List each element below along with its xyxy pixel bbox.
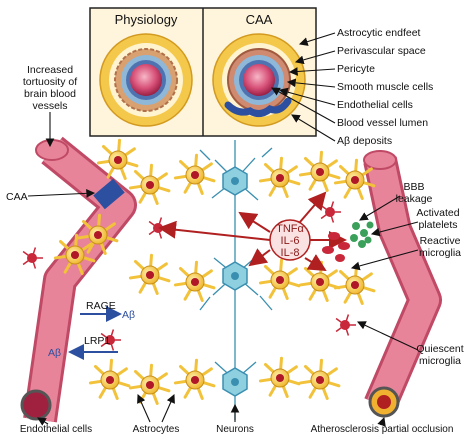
label-smooth-muscle: Smooth muscle cells bbox=[337, 81, 433, 93]
label-neurons: Neurons bbox=[216, 424, 254, 435]
label-perivascular-space: Perivascular space bbox=[337, 45, 426, 57]
label-abeta-deposits: Aβ deposits bbox=[337, 135, 392, 147]
label-activated-platelets: Activated platelets bbox=[416, 207, 459, 231]
astrocyte-cell bbox=[173, 153, 216, 195]
astrocyte-cell bbox=[298, 260, 341, 302]
microglia-cell bbox=[22, 247, 43, 269]
label-bbb-leakage: BBB leakage bbox=[396, 181, 433, 205]
svg-text:Increased: Increased bbox=[27, 64, 73, 76]
label-abeta-in: Aβ bbox=[48, 347, 61, 359]
astrocyte-cell bbox=[76, 213, 119, 255]
label-astrocytes: Astrocytes bbox=[133, 424, 180, 435]
cytokine-hub: TNFα IL-6 IL-8 bbox=[158, 191, 347, 272]
label-vessel-lumen: Blood vessel lumen bbox=[337, 117, 428, 129]
caa-vessel-cross-section bbox=[212, 33, 306, 127]
inset-panel: Physiology CAA bbox=[89, 7, 317, 137]
label-tortuosity: Increased tortuosity of brain blood vess… bbox=[23, 64, 77, 112]
svg-text:platelets: platelets bbox=[418, 219, 457, 231]
svg-text:brain blood: brain blood bbox=[24, 88, 76, 100]
leader-lines bbox=[27, 32, 419, 427]
right-blood-vessel bbox=[363, 150, 442, 418]
svg-text:Activated: Activated bbox=[416, 207, 459, 219]
svg-text:BBB: BBB bbox=[403, 181, 424, 193]
svg-text:leakage: leakage bbox=[396, 193, 433, 205]
activated-platelets bbox=[350, 221, 374, 248]
microglia-cell bbox=[335, 314, 356, 336]
astrocyte-cell bbox=[128, 163, 171, 205]
svg-text:tortuosity of: tortuosity of bbox=[23, 76, 77, 88]
label-pericyte: Pericyte bbox=[337, 63, 375, 75]
microglia-cell bbox=[320, 201, 341, 223]
label-rage: RAGE bbox=[86, 300, 116, 312]
astrocyte-cell bbox=[258, 356, 301, 398]
astrocyte-cell bbox=[128, 253, 171, 295]
label-endothelial-bottom: Endothelial cells bbox=[20, 424, 92, 435]
abeta-deposit-shape bbox=[224, 97, 292, 118]
cytokine-il8: IL-8 bbox=[281, 247, 300, 259]
astrocyte-cell bbox=[173, 260, 216, 302]
bbb-leakage-cells bbox=[322, 232, 350, 262]
cytokine-arrows bbox=[158, 191, 347, 272]
cytokine-tnf: TNFα bbox=[276, 223, 304, 235]
label-abeta-out: Aβ bbox=[122, 309, 135, 321]
label-reactive-microglia: Reactive microglia bbox=[419, 235, 461, 259]
astrocyte-cell bbox=[128, 363, 171, 405]
astrocyte-cell bbox=[88, 358, 131, 400]
astrocyte-cell bbox=[258, 258, 301, 300]
physiology-vessel-cross-section bbox=[99, 33, 193, 127]
svg-text:vessels: vessels bbox=[32, 100, 67, 112]
left-blood-vessel bbox=[20, 136, 137, 423]
label-astrocytic-endfeet: Astrocytic endfeet bbox=[337, 27, 421, 39]
astrocyte-cell bbox=[333, 263, 376, 305]
svg-text:Quiescent: Quiescent bbox=[416, 343, 463, 355]
label-endothelial-inset: Endothelial cells bbox=[337, 99, 413, 111]
svg-text:Reactive: Reactive bbox=[420, 235, 461, 247]
svg-text:microglia: microglia bbox=[419, 247, 461, 259]
svg-text:microglia: microglia bbox=[419, 355, 461, 367]
caa-deposit-block bbox=[93, 178, 125, 210]
astrocyte-cell bbox=[298, 358, 341, 400]
label-quiescent-microglia: Quiescent microglia bbox=[416, 343, 463, 367]
label-lrp1: LRP1 bbox=[84, 335, 110, 347]
caa-title: CAA bbox=[246, 12, 273, 27]
label-atherosclerosis: Atherosclerosis partial occlusion bbox=[311, 424, 454, 435]
label-caa: CAA bbox=[6, 191, 28, 203]
cytokine-il6: IL-6 bbox=[281, 235, 300, 247]
astrocyte-cell bbox=[173, 358, 216, 400]
physiology-title: Physiology bbox=[115, 12, 178, 27]
astrocyte-cell bbox=[298, 150, 341, 192]
astrocyte-cell bbox=[258, 156, 301, 198]
neuron-bodies bbox=[222, 166, 248, 397]
left-vessel-cross-section bbox=[20, 389, 52, 421]
astrocyte-cell bbox=[53, 233, 96, 275]
microglia-cell bbox=[100, 329, 121, 351]
astrocyte-cell bbox=[96, 138, 139, 180]
transport-arrows bbox=[68, 306, 122, 360]
astrocyte-cell bbox=[333, 158, 376, 200]
